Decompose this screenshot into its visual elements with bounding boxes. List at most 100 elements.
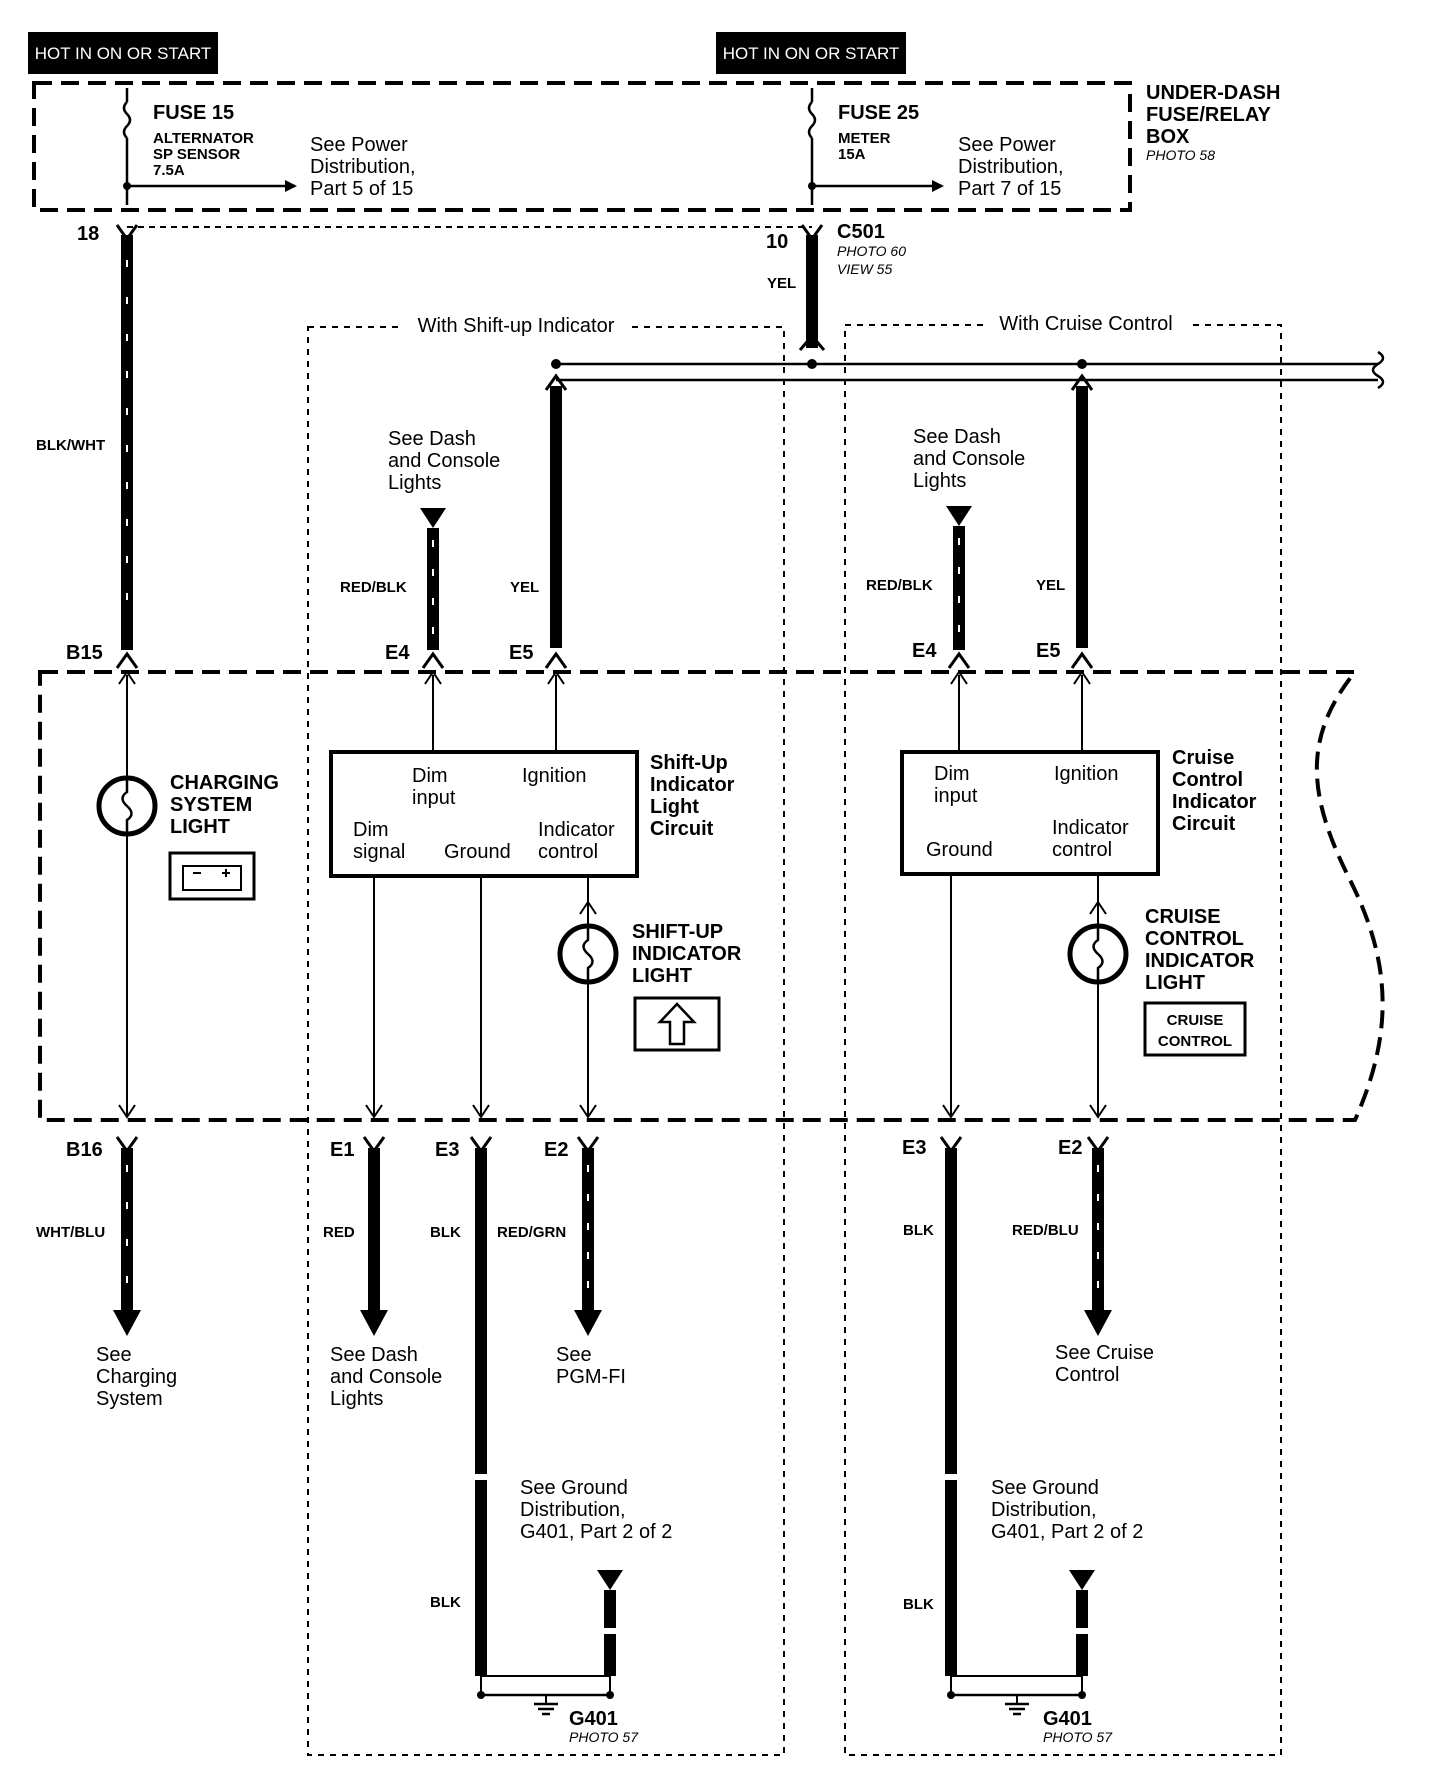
svg-text:G401, Part 2 of 2: G401, Part 2 of 2 <box>520 1521 672 1543</box>
see-dash-top-shift: See Dash and Console Lights RED/BLK <box>340 428 500 669</box>
svg-text:See Ground: See Ground <box>991 1477 1099 1499</box>
svg-text:HOT IN ON OR START: HOT IN ON OR START <box>35 44 212 63</box>
svg-text:VIEW 55: VIEW 55 <box>837 261 892 277</box>
svg-text:LIGHT: LIGHT <box>632 965 692 987</box>
charging-system-light: CHARGING SYSTEM LIGHT <box>96 752 279 1119</box>
svg-text:BLK: BLK <box>903 1596 934 1613</box>
svg-text:control: control <box>538 841 598 863</box>
svg-text:E4: E4 <box>385 642 410 664</box>
svg-text:Dim: Dim <box>353 819 389 841</box>
svg-text:LIGHT: LIGHT <box>170 816 230 838</box>
svg-text:PHOTO 57: PHOTO 57 <box>569 1729 639 1745</box>
svg-text:E2: E2 <box>1058 1137 1082 1159</box>
svg-text:See Cruise: See Cruise <box>1055 1342 1154 1364</box>
svg-text:YEL: YEL <box>767 275 796 292</box>
svg-text:See: See <box>556 1344 592 1366</box>
top-pin-labels: B15 E4 E5 E4 E5 <box>66 640 1060 664</box>
svg-text:Charging: Charging <box>96 1366 177 1388</box>
hot-label-left: HOT IN ON OR START <box>28 32 218 74</box>
wire-red-blu: RED/BLU See Cruise Control <box>1012 1136 1154 1386</box>
cruise-circuit-title: Cruise Control Indicator Circuit <box>1172 747 1257 835</box>
svg-text:E1: E1 <box>330 1139 354 1161</box>
svg-text:and Console: and Console <box>913 448 1025 470</box>
assembly-top-pins <box>118 670 1091 752</box>
svg-text:signal: signal <box>353 841 405 863</box>
fuse-25: FUSE 25 METER 15A See Power Distribution… <box>807 88 1064 205</box>
svg-text:Control: Control <box>1055 1364 1119 1386</box>
svg-text:See Power: See Power <box>310 134 408 156</box>
svg-text:RED/BLU: RED/BLU <box>1012 1222 1079 1239</box>
svg-text:CHARGING: CHARGING <box>170 772 279 794</box>
wire-red: RED See Dash and Console Lights <box>323 1136 442 1410</box>
shift-up-indicator-light: SHIFT-UP INDICATOR LIGHT <box>557 921 742 987</box>
svg-text:E2: E2 <box>544 1139 568 1161</box>
svg-text:Ignition: Ignition <box>522 765 587 787</box>
svg-text:CONTROL: CONTROL <box>1158 1033 1232 1050</box>
svg-text:G401: G401 <box>569 1708 618 1730</box>
svg-text:PGM-FI: PGM-FI <box>556 1366 626 1388</box>
svg-text:Indicator: Indicator <box>538 819 615 841</box>
svg-text:Indicator: Indicator <box>650 774 735 796</box>
cruise-control-indicator-light: CRUISE CONTROL INDICATOR LIGHT <box>1067 906 1255 994</box>
svg-text:Circuit: Circuit <box>1172 813 1236 835</box>
svg-text:BLK: BLK <box>903 1222 934 1239</box>
svg-text:HOT IN ON OR START: HOT IN ON OR START <box>723 44 900 63</box>
svg-text:Distribution,: Distribution, <box>520 1499 626 1521</box>
svg-text:Lights: Lights <box>913 470 966 492</box>
wire-blk-shift: BLK BLK <box>430 1136 493 1676</box>
svg-text:Light: Light <box>650 796 699 818</box>
svg-text:PHOTO 60: PHOTO 60 <box>837 243 906 259</box>
svg-text:and Console: and Console <box>330 1366 442 1388</box>
fuse-box-outline <box>32 81 1132 212</box>
svg-text:Ground: Ground <box>444 841 511 863</box>
svg-text:Ground: Ground <box>926 839 993 861</box>
svg-text:E3: E3 <box>435 1139 459 1161</box>
svg-text:Part 7 of 15: Part 7 of 15 <box>958 178 1061 200</box>
svg-text:G401: G401 <box>1043 1708 1092 1730</box>
svg-text:Dim: Dim <box>412 765 448 787</box>
svg-text:RED/BLK: RED/BLK <box>340 579 407 596</box>
svg-text:Circuit: Circuit <box>650 818 714 840</box>
svg-text:Indicator: Indicator <box>1052 817 1129 839</box>
option-label-cruise: With Cruise Control <box>999 313 1172 335</box>
svg-text:UNDER-DASH: UNDER-DASH <box>1146 82 1280 104</box>
svg-text:Indicator: Indicator <box>1172 791 1257 813</box>
cruise-internal-wires <box>942 874 1107 1119</box>
svg-text:INDICATOR: INDICATOR <box>1145 950 1255 972</box>
svg-text:System: System <box>96 1388 163 1410</box>
svg-text:input: input <box>412 787 456 809</box>
connector-c501-label: 18 10 C501 PHOTO 60 VIEW 55 <box>77 221 906 277</box>
svg-text:18: 18 <box>77 223 99 245</box>
svg-text:SHIFT-UP: SHIFT-UP <box>632 921 723 943</box>
svg-text:7.5A: 7.5A <box>153 162 185 179</box>
svg-text:YEL: YEL <box>1036 577 1065 594</box>
svg-text:SP SENSOR: SP SENSOR <box>153 146 240 163</box>
wire-red-grn: RED/GRN See PGM-FI <box>497 1136 626 1388</box>
shift-up-internal-wires <box>365 876 597 1119</box>
svg-text:FUSE 15: FUSE 15 <box>153 102 234 124</box>
svg-text:input: input <box>934 785 978 807</box>
hot-label-right: HOT IN ON OR START <box>716 32 906 74</box>
svg-text:FUSE 25: FUSE 25 <box>838 102 919 124</box>
svg-text:15A: 15A <box>838 146 866 163</box>
cruise-control-badge-icon: CRUISE CONTROL <box>1143 1001 1247 1057</box>
svg-text:Lights: Lights <box>388 472 441 494</box>
svg-text:See Dash: See Dash <box>913 426 1001 448</box>
fuse-15: FUSE 15 ALTERNATOR SP SENSOR 7.5A See Po… <box>122 88 416 205</box>
option-label-shift-up: With Shift-up Indicator <box>418 315 615 337</box>
svg-text:RED/BLK: RED/BLK <box>866 577 933 594</box>
svg-text:BLK/WHT: BLK/WHT <box>36 437 105 454</box>
svg-text:See Ground: See Ground <box>520 1477 628 1499</box>
fuse-box-title: UNDER-DASH FUSE/RELAY BOX PHOTO 58 <box>1146 82 1280 163</box>
svg-text:BLK: BLK <box>430 1224 461 1241</box>
svg-text:Lights: Lights <box>330 1388 383 1410</box>
option-box-shift-up <box>307 326 785 1756</box>
svg-text:and Console: and Console <box>388 450 500 472</box>
wire-yel-cruise: YEL <box>1036 373 1094 669</box>
svg-text:PHOTO 58: PHOTO 58 <box>1146 147 1215 163</box>
svg-text:Distribution,: Distribution, <box>310 156 416 178</box>
svg-text:CRUISE: CRUISE <box>1145 906 1221 928</box>
svg-text:E5: E5 <box>509 642 533 664</box>
svg-text:See Dash: See Dash <box>330 1344 418 1366</box>
